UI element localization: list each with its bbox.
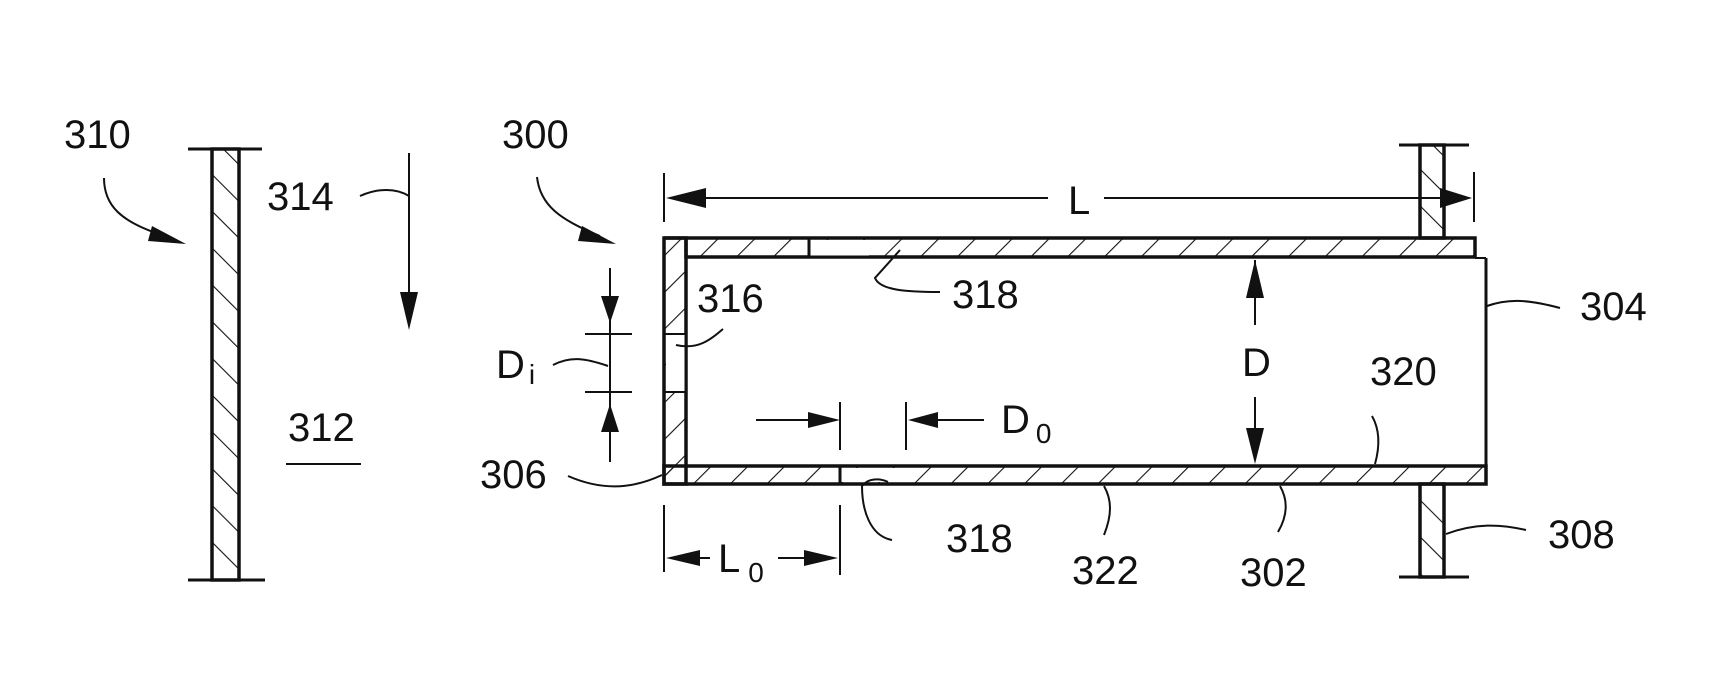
flange-upper-wall: [1418, 143, 1446, 240]
leader-318-bottom: [860, 478, 893, 541]
leader-304: [1486, 299, 1561, 309]
leader-310: [103, 177, 166, 237]
flange-lower-wall: [1418, 482, 1446, 579]
leader-302: [1277, 485, 1287, 533]
label-314: 314: [267, 175, 334, 219]
dim-L-left-arrow-icon: [666, 188, 706, 208]
plate-wall: [210, 147, 241, 582]
top-wall-hatch: [664, 236, 1477, 259]
label-312: 312: [288, 406, 355, 450]
dim-Di-bottom-arrow-icon: [601, 404, 619, 432]
leader-300: [536, 176, 601, 237]
dim-L-label: L: [1068, 179, 1090, 223]
inlet-opening-316: [666, 334, 685, 392]
label-304: 304: [1580, 285, 1647, 329]
flow-arrow-down-icon: [400, 292, 418, 330]
top-wall-opening-318: [809, 240, 869, 256]
leader-322: [1103, 485, 1111, 536]
label-320: 320: [1370, 350, 1437, 394]
tube-bottom-wall: [662, 464, 1488, 486]
tube-left-end: [662, 236, 688, 486]
label-302: 302: [1240, 551, 1307, 595]
label-306: 306: [480, 453, 547, 497]
label-316: 316: [697, 277, 764, 321]
dim-L0-left-arrow-icon: [666, 550, 700, 566]
leader-314: [359, 189, 410, 197]
label-318-top: 318: [952, 273, 1019, 317]
label-308: 308: [1548, 513, 1615, 557]
label-300: 300: [502, 113, 569, 157]
label-318-bottom: 318: [946, 517, 1013, 561]
leader-308: [1445, 524, 1527, 535]
bottom-wall-opening-318: [840, 468, 900, 482]
leader-320: [1371, 415, 1380, 465]
arrowhead-310-icon: [148, 226, 186, 244]
dim-L0-right-arrow-icon: [804, 550, 838, 566]
bottom-wall-hatch: [662, 464, 1488, 486]
arrowhead-300-icon: [578, 226, 616, 244]
leader-318-top: [873, 249, 941, 293]
label-310: 310: [64, 113, 131, 157]
leader-Di: [552, 358, 609, 367]
plate-310: [188, 147, 265, 582]
tube-top-wall: [664, 236, 1477, 259]
dim-D-up-arrow-icon: [1246, 260, 1264, 298]
dim-D0-right-arrow-icon: [908, 412, 938, 428]
dim-L-right-arrow-icon: [1440, 188, 1472, 208]
dim-D0-left-arrow-icon: [808, 412, 840, 428]
dim-Di-top-arrow-icon: [601, 296, 619, 323]
label-322: 322: [1072, 549, 1139, 593]
dim-D-label: D: [1242, 341, 1271, 385]
dim-D-down-arrow-icon: [1246, 428, 1264, 464]
leader-306: [567, 474, 663, 488]
leader-316: [675, 328, 724, 348]
